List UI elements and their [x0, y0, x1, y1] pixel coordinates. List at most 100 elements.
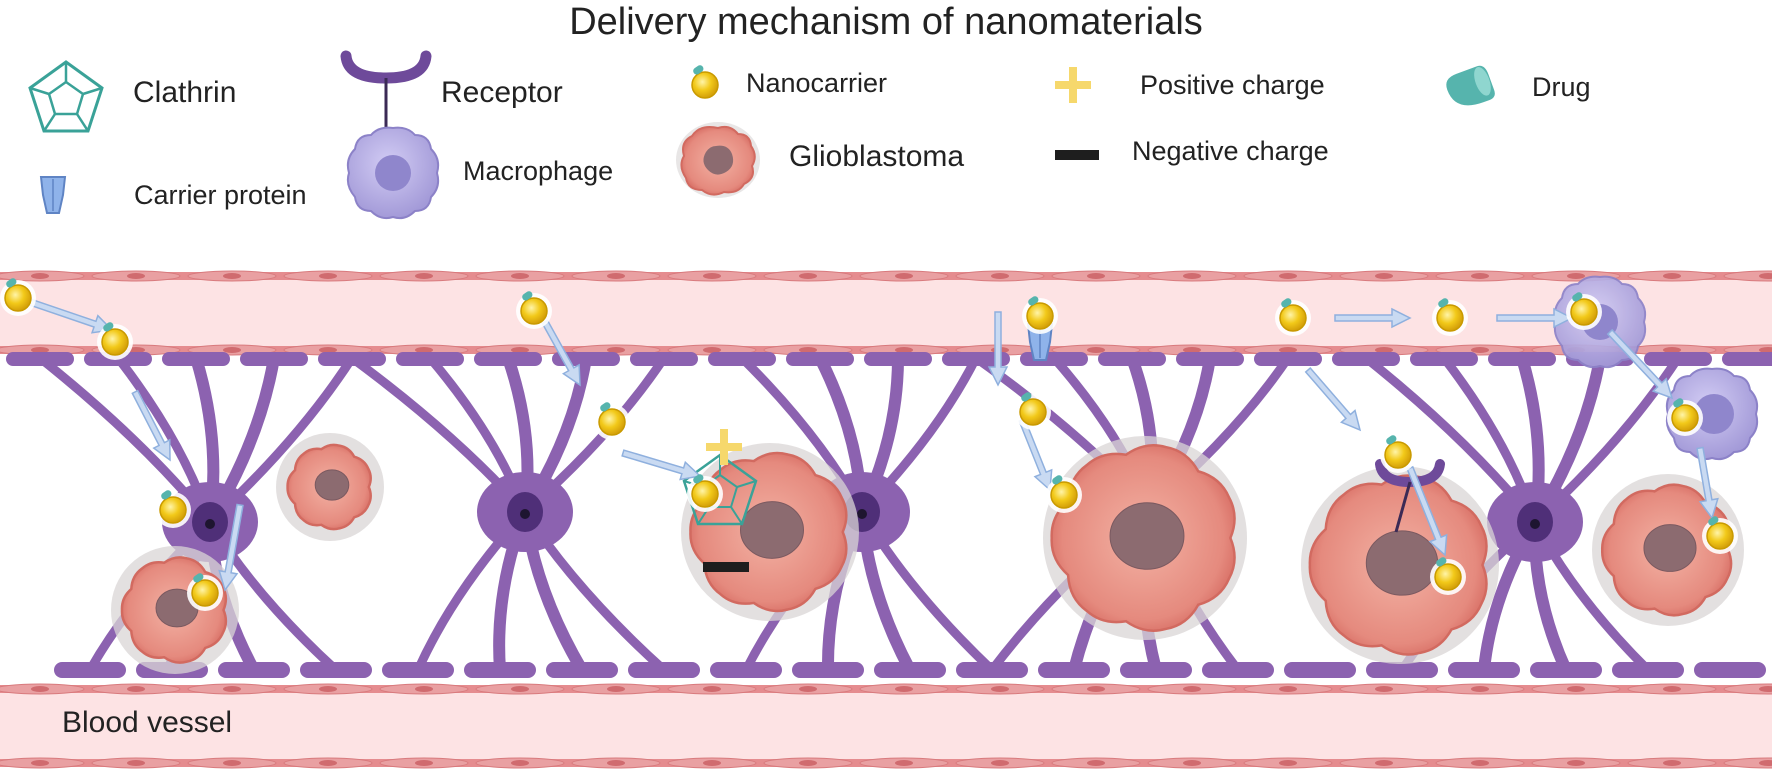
- astrocyte-endfoot: [300, 662, 372, 678]
- legend-label-drug: Drug: [1532, 72, 1591, 102]
- astrocyte-endfoot: [864, 352, 932, 366]
- legend-label-nanocarrier: Nanocarrier: [746, 68, 888, 98]
- astrocyte-endfoot: [710, 662, 782, 678]
- endothelial-nucleus: [1375, 347, 1393, 353]
- endothelial-nucleus: [1183, 347, 1201, 353]
- astrocyte-endfoot: [464, 662, 536, 678]
- positive-charge-marker: [706, 429, 742, 465]
- diagram-title: Delivery mechanism of nanomaterials: [569, 1, 1203, 43]
- astrocyte-endfoot: [792, 662, 864, 678]
- astrocyte-endfoot: [708, 352, 776, 366]
- astrocyte-endfoot: [1020, 352, 1088, 366]
- legend-label-macrophage: Macrophage: [463, 156, 614, 186]
- astrocyte-endfoot: [1254, 352, 1322, 366]
- endothelial-nucleus: [1279, 347, 1297, 353]
- endothelial-nucleus: [511, 273, 529, 279]
- glioblastoma-cells: [111, 433, 1744, 674]
- tumor-nucleus: [1643, 524, 1697, 572]
- legend-label-negative-charge: Negative charge: [1132, 136, 1329, 166]
- tumor-nucleus: [314, 469, 350, 501]
- endothelial-nucleus: [511, 686, 529, 692]
- nanocarrier: [1379, 433, 1417, 474]
- transport-arrow: [621, 449, 702, 481]
- endothelial-nucleus: [31, 347, 49, 353]
- endothelial-nucleus: [1087, 273, 1105, 279]
- transport-arrow: [1334, 307, 1412, 329]
- astrocyte-endfoot: [786, 352, 854, 366]
- endothelial-cell: [1723, 757, 1772, 769]
- endothelial-nucleus: [895, 760, 913, 766]
- astrocyte-endfoot: [1530, 662, 1602, 678]
- endothelial-nucleus: [991, 686, 1009, 692]
- endothelial-nucleus: [799, 347, 817, 353]
- endothelial-nucleus: [799, 760, 817, 766]
- astrocyte-endfoot: [1448, 662, 1520, 678]
- endothelial-nucleus: [319, 760, 337, 766]
- endothelial-nucleus: [31, 760, 49, 766]
- endothelial-nucleus: [127, 760, 145, 766]
- astrocyte-endfoot: [1120, 662, 1192, 678]
- astrocyte-endfoot: [382, 662, 454, 678]
- astrocyte-nucleolus: [520, 509, 530, 519]
- transport-arrows: [28, 298, 1719, 592]
- endothelial-nucleus: [1087, 760, 1105, 766]
- endothelial-nucleus: [1087, 347, 1105, 353]
- astrocyte-endfoot: [1612, 662, 1684, 678]
- endothelial-nucleus: [799, 273, 817, 279]
- legend-label-receptor: Receptor: [441, 76, 563, 109]
- endothelial-nucleus: [1567, 273, 1585, 279]
- astrocyte-endfoot: [1488, 352, 1556, 366]
- endothelial-nucleus: [319, 347, 337, 353]
- endothelial-nucleus: [223, 760, 241, 766]
- nanocarrier-icon: [691, 63, 719, 99]
- endothelial-nucleus: [703, 686, 721, 692]
- astrocyte-endfoot: [396, 352, 464, 366]
- transport-arrow: [1696, 446, 1719, 520]
- astrocytes: [6, 352, 1772, 678]
- endothelial-nucleus: [223, 347, 241, 353]
- astrocyte-endfoot: [956, 662, 1028, 678]
- endothelial-nucleus: [31, 273, 49, 279]
- endothelial-nucleus: [127, 273, 145, 279]
- endothelial-cell: [1723, 270, 1772, 282]
- tumor-nucleus: [740, 501, 804, 559]
- endothelial-nucleus: [415, 686, 433, 692]
- endothelial-nucleus: [223, 273, 241, 279]
- endothelial-nucleus: [1567, 760, 1585, 766]
- endothelial-nucleus: [895, 347, 913, 353]
- endothelial-nucleus: [1759, 760, 1772, 766]
- astrocyte-endfoot: [162, 352, 230, 366]
- transport-arrow: [131, 389, 171, 462]
- carrier-protein-icon: [39, 176, 67, 214]
- transport-arrow: [1304, 366, 1362, 432]
- endothelial-nucleus: [799, 686, 817, 692]
- macrophage-in-tissue: [1665, 367, 1759, 461]
- astrocyte-endfoot: [1098, 352, 1166, 366]
- endothelial-nucleus: [1375, 760, 1393, 766]
- transport-arrow: [987, 311, 1009, 387]
- negative-charge-icon: [1055, 150, 1099, 160]
- endothelial-nucleus: [1567, 686, 1585, 692]
- transport-arrow: [1606, 328, 1674, 400]
- drug-icon: [1446, 65, 1495, 106]
- endothelial-nucleus: [991, 273, 1009, 279]
- astrocyte-endfoot: [1038, 662, 1110, 678]
- endothelial-cell: [1723, 683, 1772, 695]
- endothelial-nucleus: [1663, 760, 1681, 766]
- receptor-on-tumor: [1375, 459, 1445, 533]
- transport-arrow: [28, 298, 114, 334]
- astrocyte-nucleolus: [1530, 519, 1540, 529]
- endothelial-nucleus: [1471, 347, 1489, 353]
- endothelial-nucleus: [703, 760, 721, 766]
- negative-charge-marker: [703, 562, 749, 572]
- nanocarrier: [1014, 390, 1052, 431]
- endothelial-nucleus: [1759, 273, 1772, 279]
- endothelial-nucleus: [1471, 686, 1489, 692]
- endothelial-nucleus: [1279, 273, 1297, 279]
- astrocyte-endfoot: [218, 662, 290, 678]
- endothelial-nucleus: [895, 273, 913, 279]
- endothelial-nucleus: [1759, 686, 1772, 692]
- bottom-blood-vessel: [0, 685, 1772, 767]
- clathrin-icon: [28, 60, 104, 133]
